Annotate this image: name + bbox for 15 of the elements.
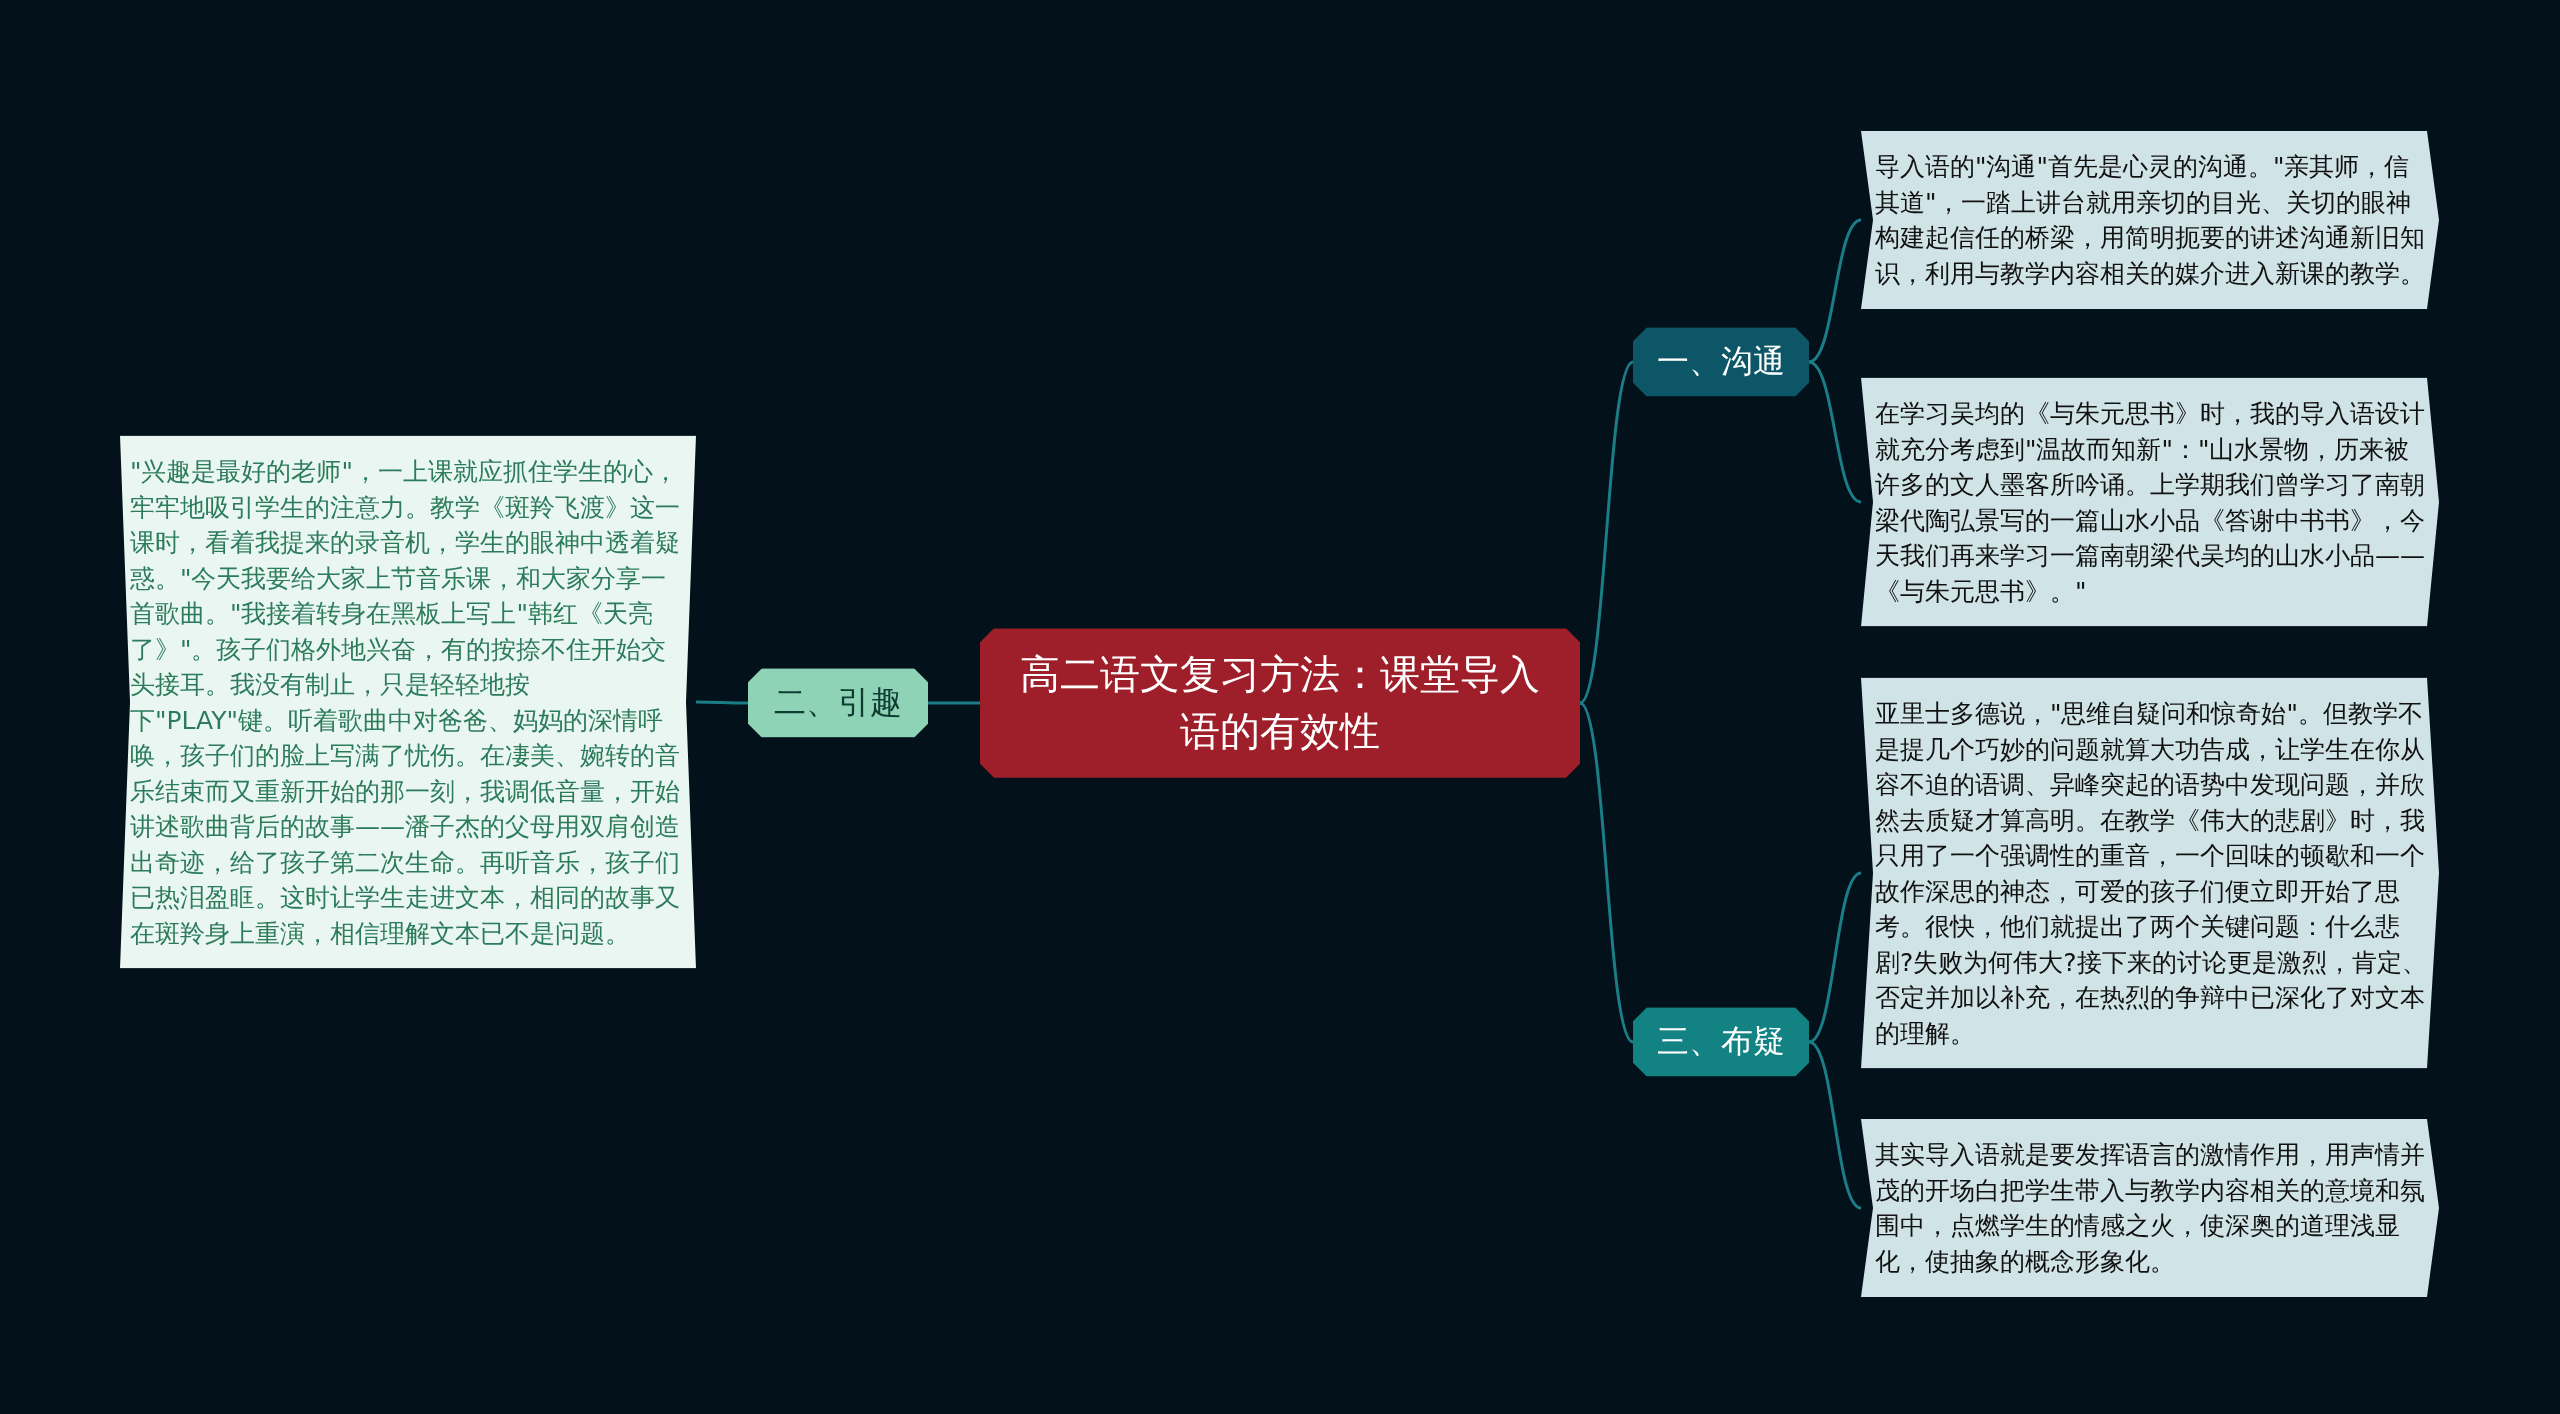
branch-topic: 二、引趣 bbox=[748, 668, 928, 738]
connector-line bbox=[696, 700, 748, 705]
branch-topic: 三、布疑 bbox=[1633, 1007, 1809, 1077]
note-card: 在学习吴均的《与朱元思书》时，我的导入语设计就充分考虑到"温故而知新"："山水景物，历来被许多的文人墨客所吟诵。上学期我们曾学习了南朝梁代陶弘景写的一篇山水小品《答谢中书书》，今天我们再来学习一篇南朝梁代吴均的山水小品——《与朱元思书》。" bbox=[1861, 377, 2439, 627]
branch-topic: 一、沟通 bbox=[1633, 327, 1809, 397]
note-card: 导入语的"沟通"首先是心灵的沟通。"亲其师，信其道"，一踏上讲台就用亲切的目光、关切的眼神构建起信任的桥梁，用简明扼要的讲述沟通新旧知识，利用与教学内容相关的媒介进入新课的教学。 bbox=[1861, 131, 2439, 309]
connector-line bbox=[928, 701, 980, 705]
connector-line bbox=[1808, 360, 1862, 504]
note-card: 亚里士多德说，"思维自疑问和惊奇始"。但教学不是提几个巧妙的问题就算大功告成，让学生在你从容不迫的语调、异峰突起的语势中发现问题，并欣然去质疑才算高明。在教学《伟大的悲剧》时，我只用了一个强调性的重音，一个回味的顿歇和一个故作深思的神态，可爱的孩子们便立即开始了思考。很快，他们就提出了两个关键问题：什么悲剧?失败为何伟大?接下来的讨论更是激烈，肯定、否定并加以补充，在热烈的争辩中已深化了对文本的理解。 bbox=[1861, 677, 2439, 1069]
connector-line bbox=[1808, 871, 1862, 1044]
connector-line bbox=[1808, 1040, 1862, 1210]
central-topic: 高二语文复习方法：课堂导入语的有效性 bbox=[980, 628, 1580, 778]
note-card: "兴趣是最好的老师"，一上课就应抓住学生的心，牢牢地吸引学生的注意力。教学《斑羚飞渡》这一课时，看着我提来的录音机，学生的眼神中透着疑惑。"今天我要给大家上节音乐课，和大家分享一首歌曲。"我接着转身在黑板上写上"韩红《天亮了》"。孩子们格外地兴奋，有的按捺不住开始交头接耳。我没有制止，只是轻轻地按下"PLAY"键。听着歌曲中对爸爸、妈妈的深情呼唤，孩子们的脸上写满了忧伤。在凄美、婉转的音乐结束而又重新开始的那一刻，我调低音量，开始讲述歌曲背后的故事——潘子杰的父母用双肩创造出奇迹，给了孩子第二次生命。再听音乐，孩子们已热泪盈眶。这时让学生走进文本，相同的故事又在斑羚身上重演，相信理解文本已不是问题。 bbox=[120, 435, 696, 969]
connector-line bbox=[1808, 218, 1862, 364]
note-card: 其实导入语就是要发挥语言的激情作用，用声情并茂的开场白把学生带入与教学内容相关的意境和氛围中，点燃学生的情感之火，使深奥的道理浅显化，使抽象的概念形象化。 bbox=[1861, 1119, 2439, 1297]
